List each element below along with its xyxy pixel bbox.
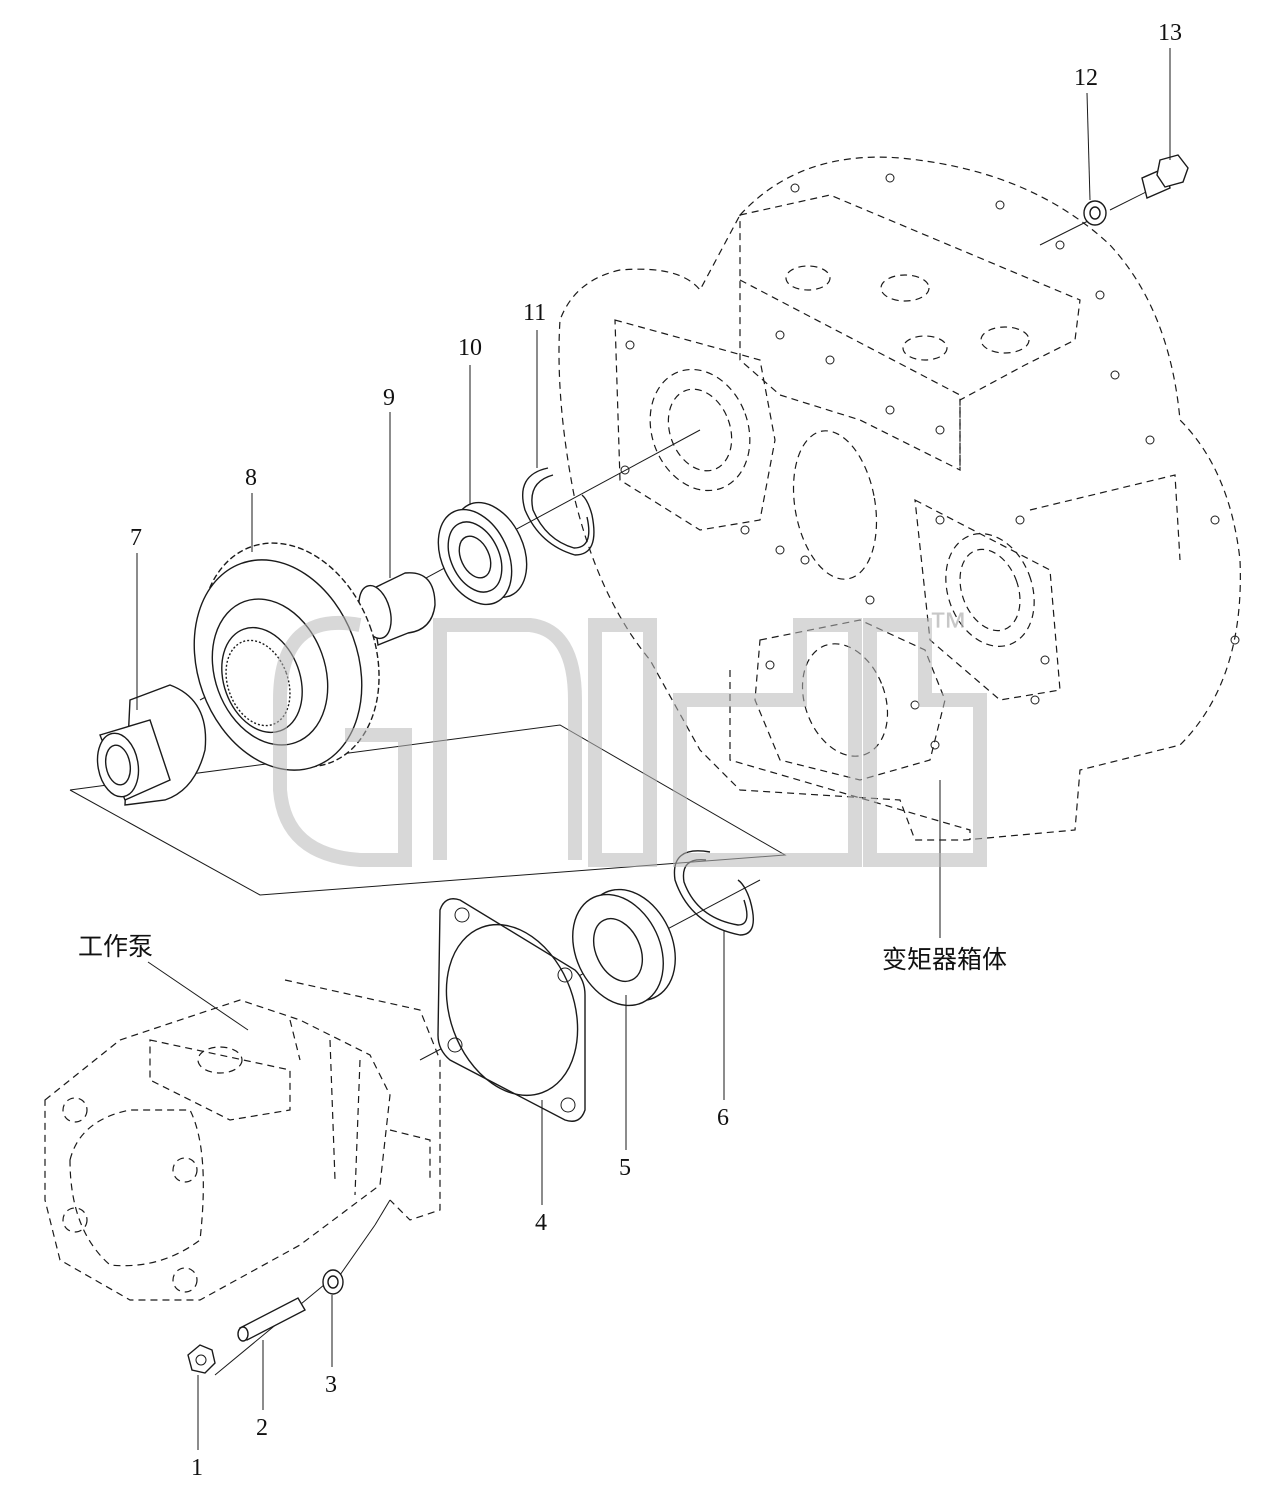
- trademark-symbol: ™: [928, 605, 968, 649]
- converter-housing: [558, 156, 1241, 841]
- callout-numbers: 13 12 11 10 9 8 7 6 5 4 3 2 1: [130, 20, 1182, 1481]
- working-pump: [44, 979, 441, 1301]
- part-12-washer: [1083, 200, 1107, 226]
- part-11-snap-ring: [521, 467, 595, 556]
- part-10-bearing: [437, 501, 528, 606]
- callout-5: 5: [619, 1155, 631, 1181]
- part-13-bolt: [1141, 154, 1189, 199]
- callout-3: 3: [325, 1372, 337, 1398]
- callout-12: 12: [1074, 65, 1098, 91]
- callout-4: 4: [535, 1210, 547, 1236]
- callout-7: 7: [130, 525, 142, 551]
- part-2-stud: [237, 1297, 306, 1342]
- part-1-nut: [187, 1344, 216, 1374]
- part-4-gasket: [437, 898, 586, 1122]
- watermark-logo: ™: [273, 605, 987, 867]
- callout-10: 10: [458, 335, 482, 361]
- assembly-lines: [69, 179, 1171, 1376]
- callout-2: 2: [256, 1415, 268, 1441]
- label-working-pump: 工作泵: [78, 932, 153, 961]
- label-converter-housing: 变矩器箱体: [882, 945, 1007, 974]
- part-3-washer: [322, 1269, 344, 1295]
- callout-8: 8: [245, 465, 257, 491]
- callout-6: 6: [717, 1105, 729, 1131]
- callout-9: 9: [383, 385, 395, 411]
- part-7-gear-sleeve: [96, 684, 207, 806]
- callout-11: 11: [523, 300, 546, 326]
- part-5-oil-seal: [572, 888, 676, 1007]
- callout-1: 1: [191, 1455, 203, 1481]
- callout-13: 13: [1158, 20, 1182, 46]
